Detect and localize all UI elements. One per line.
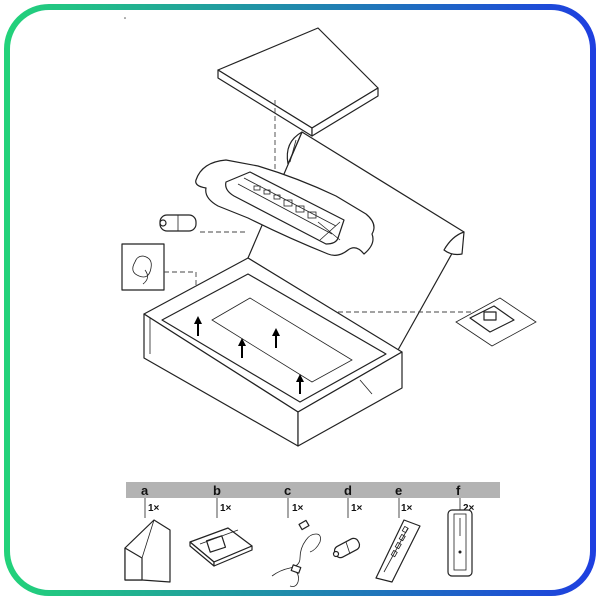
remote-in-wrap	[195, 159, 375, 256]
batteries-item	[159, 214, 248, 233]
part-qty: 1×	[292, 503, 304, 514]
arrow-up-icon	[272, 328, 280, 348]
arrow-up-icon	[296, 374, 304, 394]
holder-icon	[189, 527, 253, 567]
part-qty: 1×	[220, 503, 232, 514]
part-qty: 1×	[351, 503, 363, 514]
cable-icon	[271, 519, 321, 587]
part-letter: c	[284, 483, 291, 498]
remote-icon	[375, 519, 421, 583]
manual-book	[217, 27, 379, 137]
manual-icon	[124, 519, 171, 583]
battery-icon	[332, 537, 361, 559]
part-qty: 1×	[401, 503, 413, 514]
part-letter: e	[395, 483, 402, 498]
part-letter: f	[456, 483, 461, 498]
speck	[124, 17, 126, 19]
part-letter: d	[344, 483, 352, 498]
part-letter: a	[141, 483, 149, 498]
parts-bar	[126, 482, 500, 498]
screws-icon	[447, 509, 473, 577]
part-letter: b	[213, 483, 221, 498]
part-qty: 2×	[463, 503, 475, 514]
arrow-up-icon	[194, 316, 202, 336]
part-qty: 1×	[148, 503, 160, 514]
arrow-up-icon	[238, 338, 246, 358]
